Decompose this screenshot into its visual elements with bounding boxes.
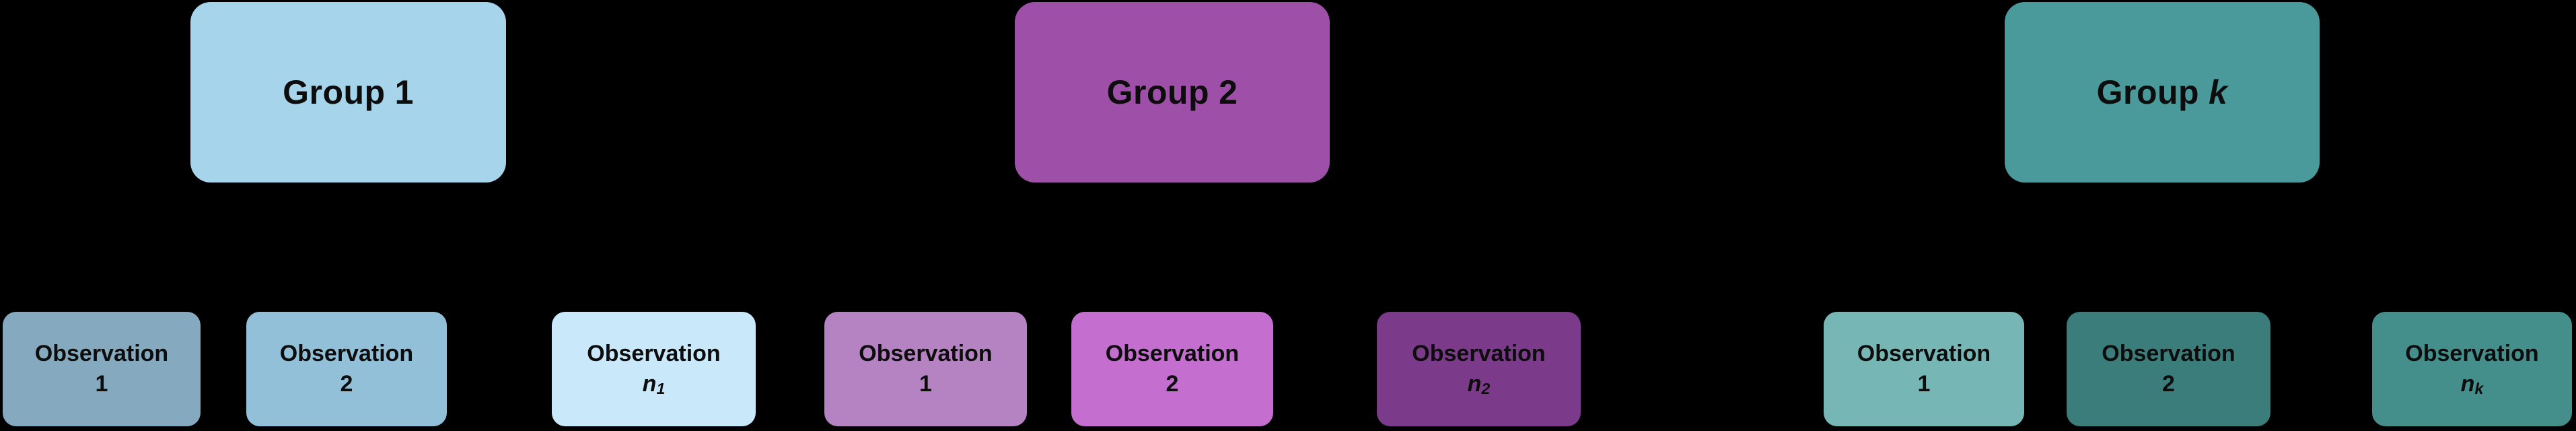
group-k-observation-1-box: Observation 1 (1824, 312, 2024, 426)
group-2-id: 2 (1219, 73, 1238, 111)
observation-label: Observation (34, 341, 169, 367)
observation-index: 2 (340, 371, 353, 397)
group-k-word: Group (2096, 73, 2200, 111)
observation-label: Observation (2405, 341, 2539, 367)
observation-index: 2 (1166, 371, 1179, 397)
group-1-observation-n1-box: Observation n1 (552, 312, 756, 426)
group-k-id: k (2209, 73, 2228, 111)
observation-label: Observation (2102, 341, 2235, 367)
group-2-observation-2-box: Observation 2 (1071, 312, 1273, 426)
observation-index: 2 (2162, 371, 2175, 397)
observation-index: nk (2460, 371, 2484, 398)
observation-index: 1 (919, 371, 932, 397)
group-k-observation-2-box: Observation 2 (2067, 312, 2270, 426)
observation-label: Observation (1412, 341, 1546, 367)
observation-label: Observation (1105, 341, 1240, 367)
observation-label: Observation (1857, 341, 1991, 367)
group-1-id: 1 (394, 73, 414, 111)
group-k-observation-nk-box: Observation nk (2372, 312, 2572, 426)
observation-label: Observation (859, 341, 993, 367)
group-2-observation-1-box: Observation 1 (824, 312, 1027, 426)
observation-index: 1 (95, 371, 108, 397)
group-1-observation-1-box: Observation 1 (3, 312, 201, 426)
group-2-observation-n2-box: Observation n2 (1377, 312, 1581, 426)
observation-label: Observation (587, 341, 721, 367)
group-2-word: Group (1106, 73, 1210, 111)
observation-index: n1 (642, 371, 666, 398)
observation-index: n2 (1467, 371, 1491, 398)
group-1-observation-2-box: Observation 2 (246, 312, 447, 426)
observation-index: 1 (1917, 371, 1931, 397)
observation-label: Observation (279, 341, 414, 367)
group-1-word: Group (283, 73, 386, 111)
